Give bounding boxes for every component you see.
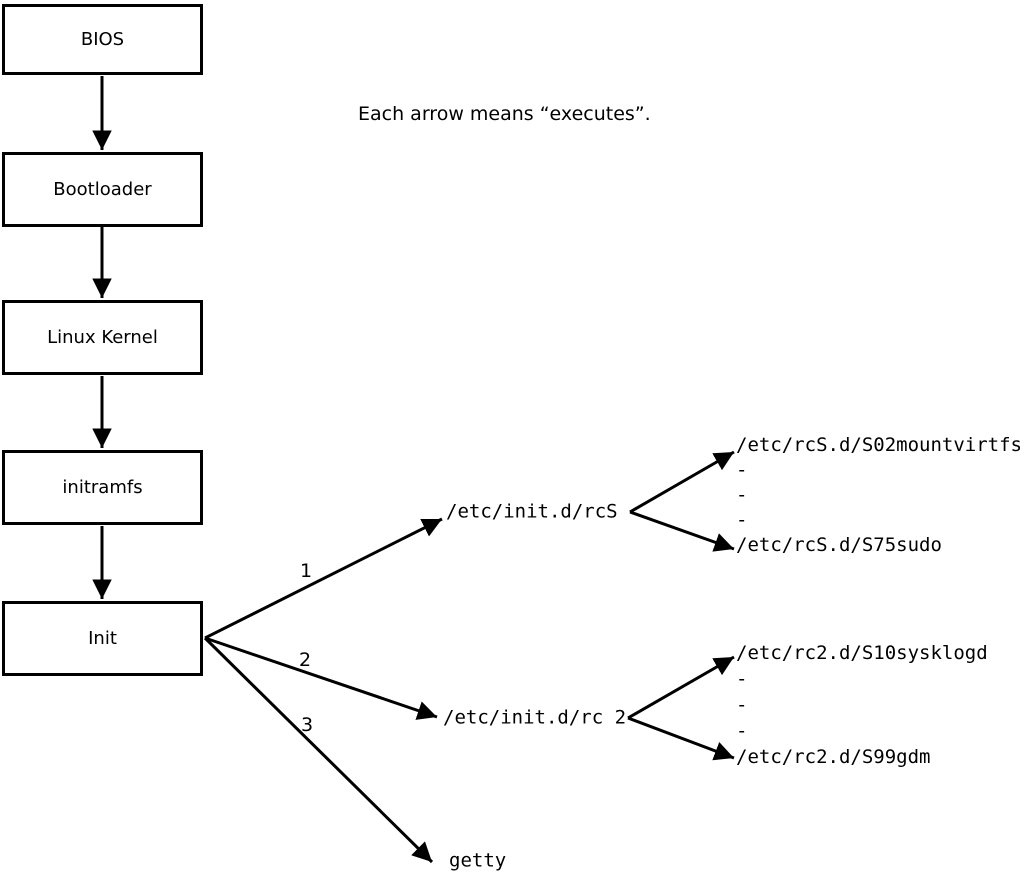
target-getty: getty <box>449 849 507 872</box>
branch-label-3: 3 <box>301 714 314 736</box>
rc2-child-ellipsis-dash: - <box>736 720 748 742</box>
node-bootloader-label: Bootloader <box>53 178 152 200</box>
node-bootloader: Bootloader <box>2 152 203 227</box>
node-bios-label: BIOS <box>80 28 125 50</box>
node-init: Init <box>2 601 203 676</box>
rc2-child-ellipsis-dash: - <box>736 694 748 716</box>
rc2-child-s99gdm: /etc/rc2.d/S99gdm <box>736 746 931 768</box>
rcs-child-ellipsis-dash: - <box>736 484 748 506</box>
node-initramfs: initramfs <box>2 450 203 525</box>
branch-label-2: 2 <box>299 649 312 671</box>
branch-label-1: 1 <box>300 560 313 582</box>
node-linux-kernel-label: Linux Kernel <box>47 326 158 348</box>
rcs-children-list: /etc/rcS.d/S02mountvirtfs - - - /etc/rcS… <box>736 433 1022 558</box>
rcs-child-ellipsis-dash: - <box>736 509 748 531</box>
rcs-child-s02mountvirtfs: /etc/rcS.d/S02mountvirtfs <box>736 434 1022 456</box>
arrow-init-to-getty <box>203 636 434 864</box>
arrow-init-to-rcs <box>204 517 443 640</box>
rc2-child-s10sysklogd: /etc/rc2.d/S10sysklogd <box>736 642 988 664</box>
rcs-child-ellipsis-dash: - <box>736 459 748 481</box>
arrow-rcs-to-s75sudo <box>629 510 735 552</box>
diagram-caption: Each arrow means “executes”. <box>358 103 651 125</box>
node-init-label: Init <box>88 627 117 649</box>
target-rc2-script: /etc/init.d/rc 2 <box>443 706 627 729</box>
arrow-init-to-rc2 <box>204 636 438 720</box>
node-linux-kernel: Linux Kernel <box>2 300 203 375</box>
target-rcs-script: /etc/init.d/rcS <box>446 500 618 523</box>
node-bios: BIOS <box>2 4 203 75</box>
arrow-rcs-to-s02mountvirtfs <box>629 450 735 514</box>
rcs-child-s75sudo: /etc/rcS.d/S75sudo <box>736 534 942 556</box>
arrow-rc2-to-s10sysklogd <box>627 655 735 720</box>
arrow-rc2-to-s99gdm <box>627 716 735 761</box>
node-initramfs-label: initramfs <box>62 476 143 498</box>
rc2-children-list: /etc/rc2.d/S10sysklogd - - - /etc/rc2.d/… <box>736 640 988 770</box>
rc2-child-ellipsis-dash: - <box>736 668 748 690</box>
